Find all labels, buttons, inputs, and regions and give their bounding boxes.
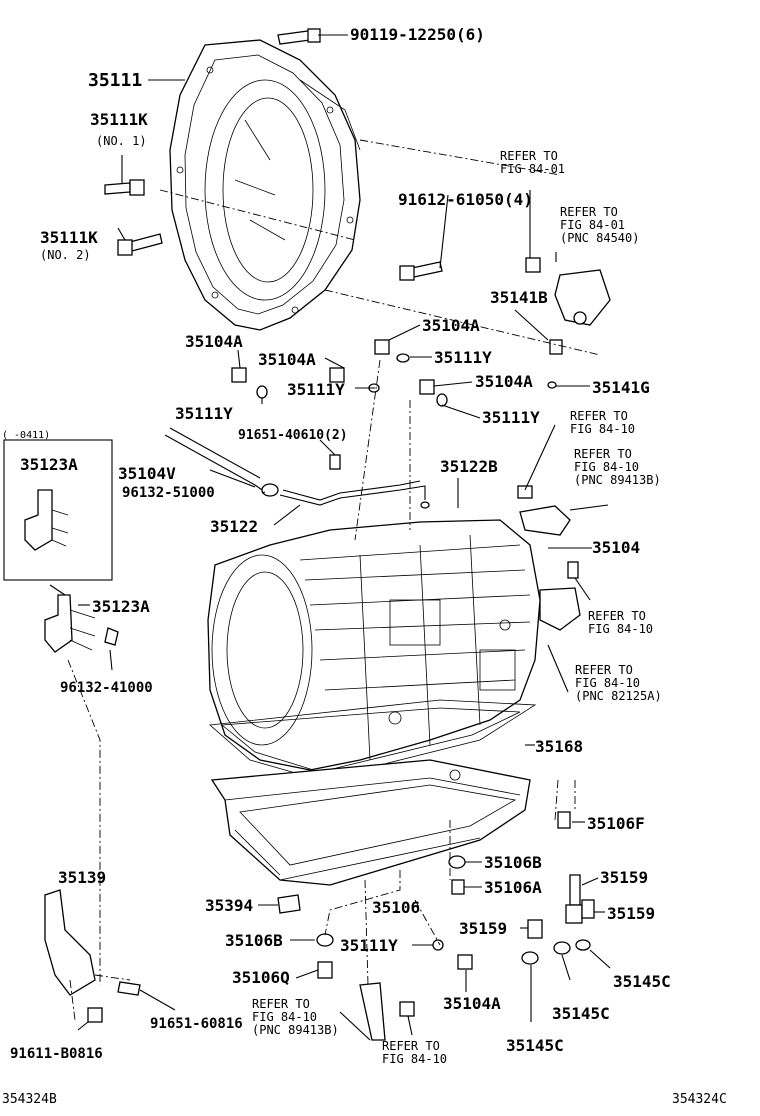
label-35122b: 35122B (440, 457, 498, 476)
label-35141g: 35141G (592, 378, 650, 397)
inset-box (3, 439, 113, 581)
label-35106q: 35106Q (232, 968, 290, 987)
label-35111y-4: 35111Y (482, 408, 540, 427)
label-35123a: 35123A (92, 597, 150, 616)
transmission-body-drawing (207, 519, 541, 771)
footer-left-code: 354324B (2, 1092, 57, 1107)
label-96132-41000: 96132-41000 (60, 680, 153, 696)
label-90119-12250: 90119-12250(6) (350, 25, 485, 44)
label-35104a-2: 35104A (422, 316, 480, 335)
gasket-drawing (209, 699, 537, 781)
label-no1: (NO. 1) (96, 134, 147, 148)
label-91651-60816: 91651-60816 (150, 1016, 243, 1032)
label-35106: 35106 (372, 898, 421, 917)
label-35141b: 35141B (490, 288, 548, 307)
label-35111: 35111 (88, 70, 143, 91)
dashed-lines (67, 139, 601, 1021)
footer-right-code: 354324C (672, 1092, 727, 1107)
label-35159-3: 35159 (459, 919, 508, 938)
label-35145c-3: 35145C (506, 1036, 564, 1055)
label-35104: 35104 (592, 538, 641, 557)
label-35145c-2: 35145C (552, 1004, 610, 1023)
label-35111y-1: 35111Y (434, 348, 492, 367)
label-35106a: 35106A (484, 878, 542, 897)
label-35106b-1: 35106B (484, 853, 542, 872)
label-35104a-5: 35104A (443, 994, 501, 1013)
label-35145c-1: 35145C (613, 972, 671, 991)
label-35159-2: 35159 (607, 904, 656, 923)
label-35123a-inset: 35123A (20, 455, 78, 474)
label-35122: 35122 (210, 517, 259, 536)
label-91651-40610: 91651-40610(2) (238, 428, 348, 443)
label-35139: 35139 (58, 868, 107, 887)
leader-lines (49, 34, 611, 1041)
label-91612-61050: 91612-61050(4) (398, 190, 533, 209)
lower-part-drawings (44, 811, 595, 1041)
label-35111k-no1: 35111K (90, 110, 148, 129)
label-35159-1: 35159 (600, 868, 649, 887)
label-35104a-4: 35104A (475, 372, 533, 391)
label-35106b-2: 35106B (225, 931, 283, 950)
label-no2: (NO. 2) (40, 248, 91, 262)
label-35111y-2: 35111Y (287, 380, 345, 399)
oil-pan-drawing (210, 759, 531, 886)
label-35111k-no2: 35111K (40, 228, 98, 247)
inset-range: ( -0411) (2, 430, 51, 441)
label-35104a-1: 35104A (185, 332, 243, 351)
bell-housing-drawing (169, 39, 361, 331)
label-91611-b0816: 91611-B0816 (10, 1046, 103, 1062)
label-35111y-3: 35111Y (175, 404, 233, 423)
label-35106f: 35106F (587, 814, 645, 833)
label-35111y-5: 35111Y (340, 936, 398, 955)
bracket-drawing (44, 594, 119, 653)
label-35394: 35394 (205, 896, 254, 915)
label-35104a-3: 35104A (258, 350, 316, 369)
oil-tube-drawings (164, 427, 430, 509)
label-35168: 35168 (535, 737, 584, 756)
label-35104v: 35104V (118, 464, 176, 483)
label-96132-51000: 96132-51000 (122, 485, 215, 501)
bolt-drawings (104, 28, 611, 631)
